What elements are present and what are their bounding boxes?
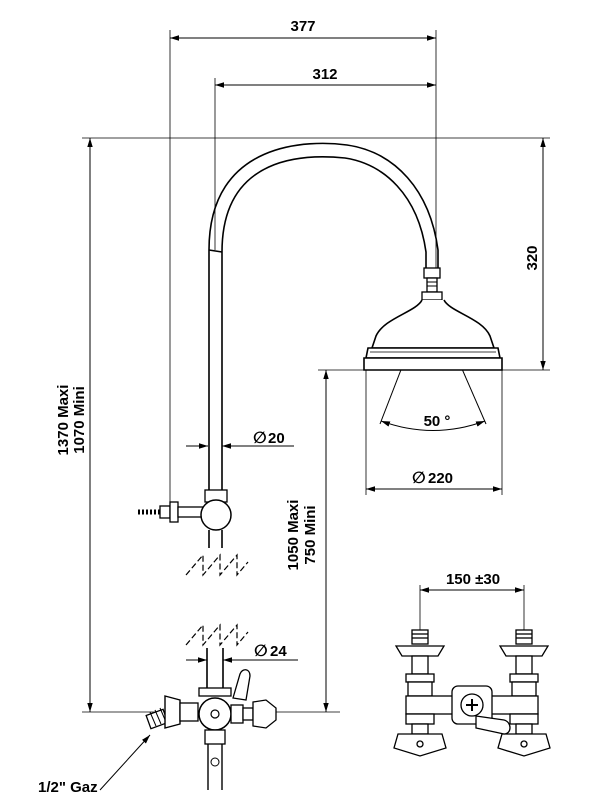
mixer-right-inlet <box>498 629 550 697</box>
wall-bracket <box>138 489 232 548</box>
dim-valve-height: 1050 Maxi 750 Mini <box>285 370 329 712</box>
dim-overall-height-max: 1370 Maxi <box>55 385 72 456</box>
diameter-24-symbol: ∅ <box>254 643 268 660</box>
dim-320-label: 320 <box>524 245 541 270</box>
lower-riser-tube <box>206 648 224 688</box>
diameter-24-value: 24 <box>270 643 287 660</box>
dim-valve-height-max: 1050 Maxi <box>285 500 302 571</box>
dim-312-label: 312 <box>312 66 337 83</box>
extension-lines <box>82 30 550 713</box>
dim-320: 320 <box>524 138 546 370</box>
diameter-220-symbol: ∅ <box>412 470 426 487</box>
dim-center-distance: 150 ±30 <box>420 571 524 593</box>
break-symbol-upper <box>185 553 249 577</box>
dim-overall-height-min: 1070 Mini <box>71 386 88 454</box>
break-symbol-lower <box>185 623 249 647</box>
dim-312: 312 <box>215 66 436 88</box>
gooseneck-arm <box>208 142 439 490</box>
shower-head <box>363 299 503 371</box>
mixer-left-inlet <box>394 629 446 697</box>
arm-head-connector <box>421 267 443 301</box>
dim-diameter-24: ∅ 24 <box>186 643 298 663</box>
dim-377-label: 377 <box>290 18 315 35</box>
dim-overall-height: 1370 Maxi 1070 Mini <box>55 138 93 712</box>
dim-valve-height-min: 750 Mini <box>302 505 319 564</box>
dim-377: 377 <box>170 18 436 41</box>
diameter-220-value: 220 <box>428 470 453 487</box>
dim-diameter-20: ∅ 20 <box>186 430 294 449</box>
mixer-left-handle <box>393 713 447 757</box>
mixer-right-handle <box>497 713 551 757</box>
spray-angle-label: 50 ° <box>424 413 451 430</box>
inlet-thread-label: 1/2" Gaz <box>38 779 98 796</box>
diameter-20-value: 20 <box>268 430 285 447</box>
dim-diameter-220: ∅ 220 <box>366 470 502 492</box>
mixer-front-view <box>393 629 551 757</box>
inlet-thread-callout: 1/2" Gaz <box>38 734 151 796</box>
diameter-20-symbol: ∅ <box>253 430 267 447</box>
valve-side-view <box>145 669 277 790</box>
center-distance-label: 150 ±30 <box>446 571 500 588</box>
